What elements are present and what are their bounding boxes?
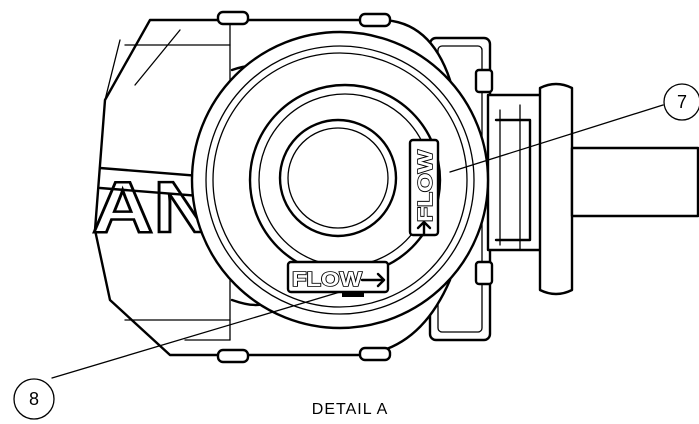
leader-line-8 — [51, 291, 341, 379]
callout-8-circle — [13, 378, 55, 420]
flow-side-text: FLOW — [415, 150, 437, 222]
callout-8-label: 8 — [29, 389, 39, 409]
leader-line-7 — [449, 104, 664, 173]
center-port — [278, 118, 398, 238]
flow-label-top: FLOW — [286, 260, 390, 297]
callout-7-label: 7 — [677, 92, 687, 112]
pipe — [570, 146, 699, 218]
callout-7-circle — [663, 83, 699, 121]
flow-label-side: FLOW — [408, 138, 440, 237]
callout-7: 7 — [663, 83, 699, 121]
callout-8: 8 — [13, 378, 55, 420]
detail-caption: DETAIL A — [312, 401, 388, 418]
flow-top-text: FLOW — [292, 269, 362, 291]
flange-disc — [538, 82, 574, 296]
round-cover — [190, 30, 490, 330]
